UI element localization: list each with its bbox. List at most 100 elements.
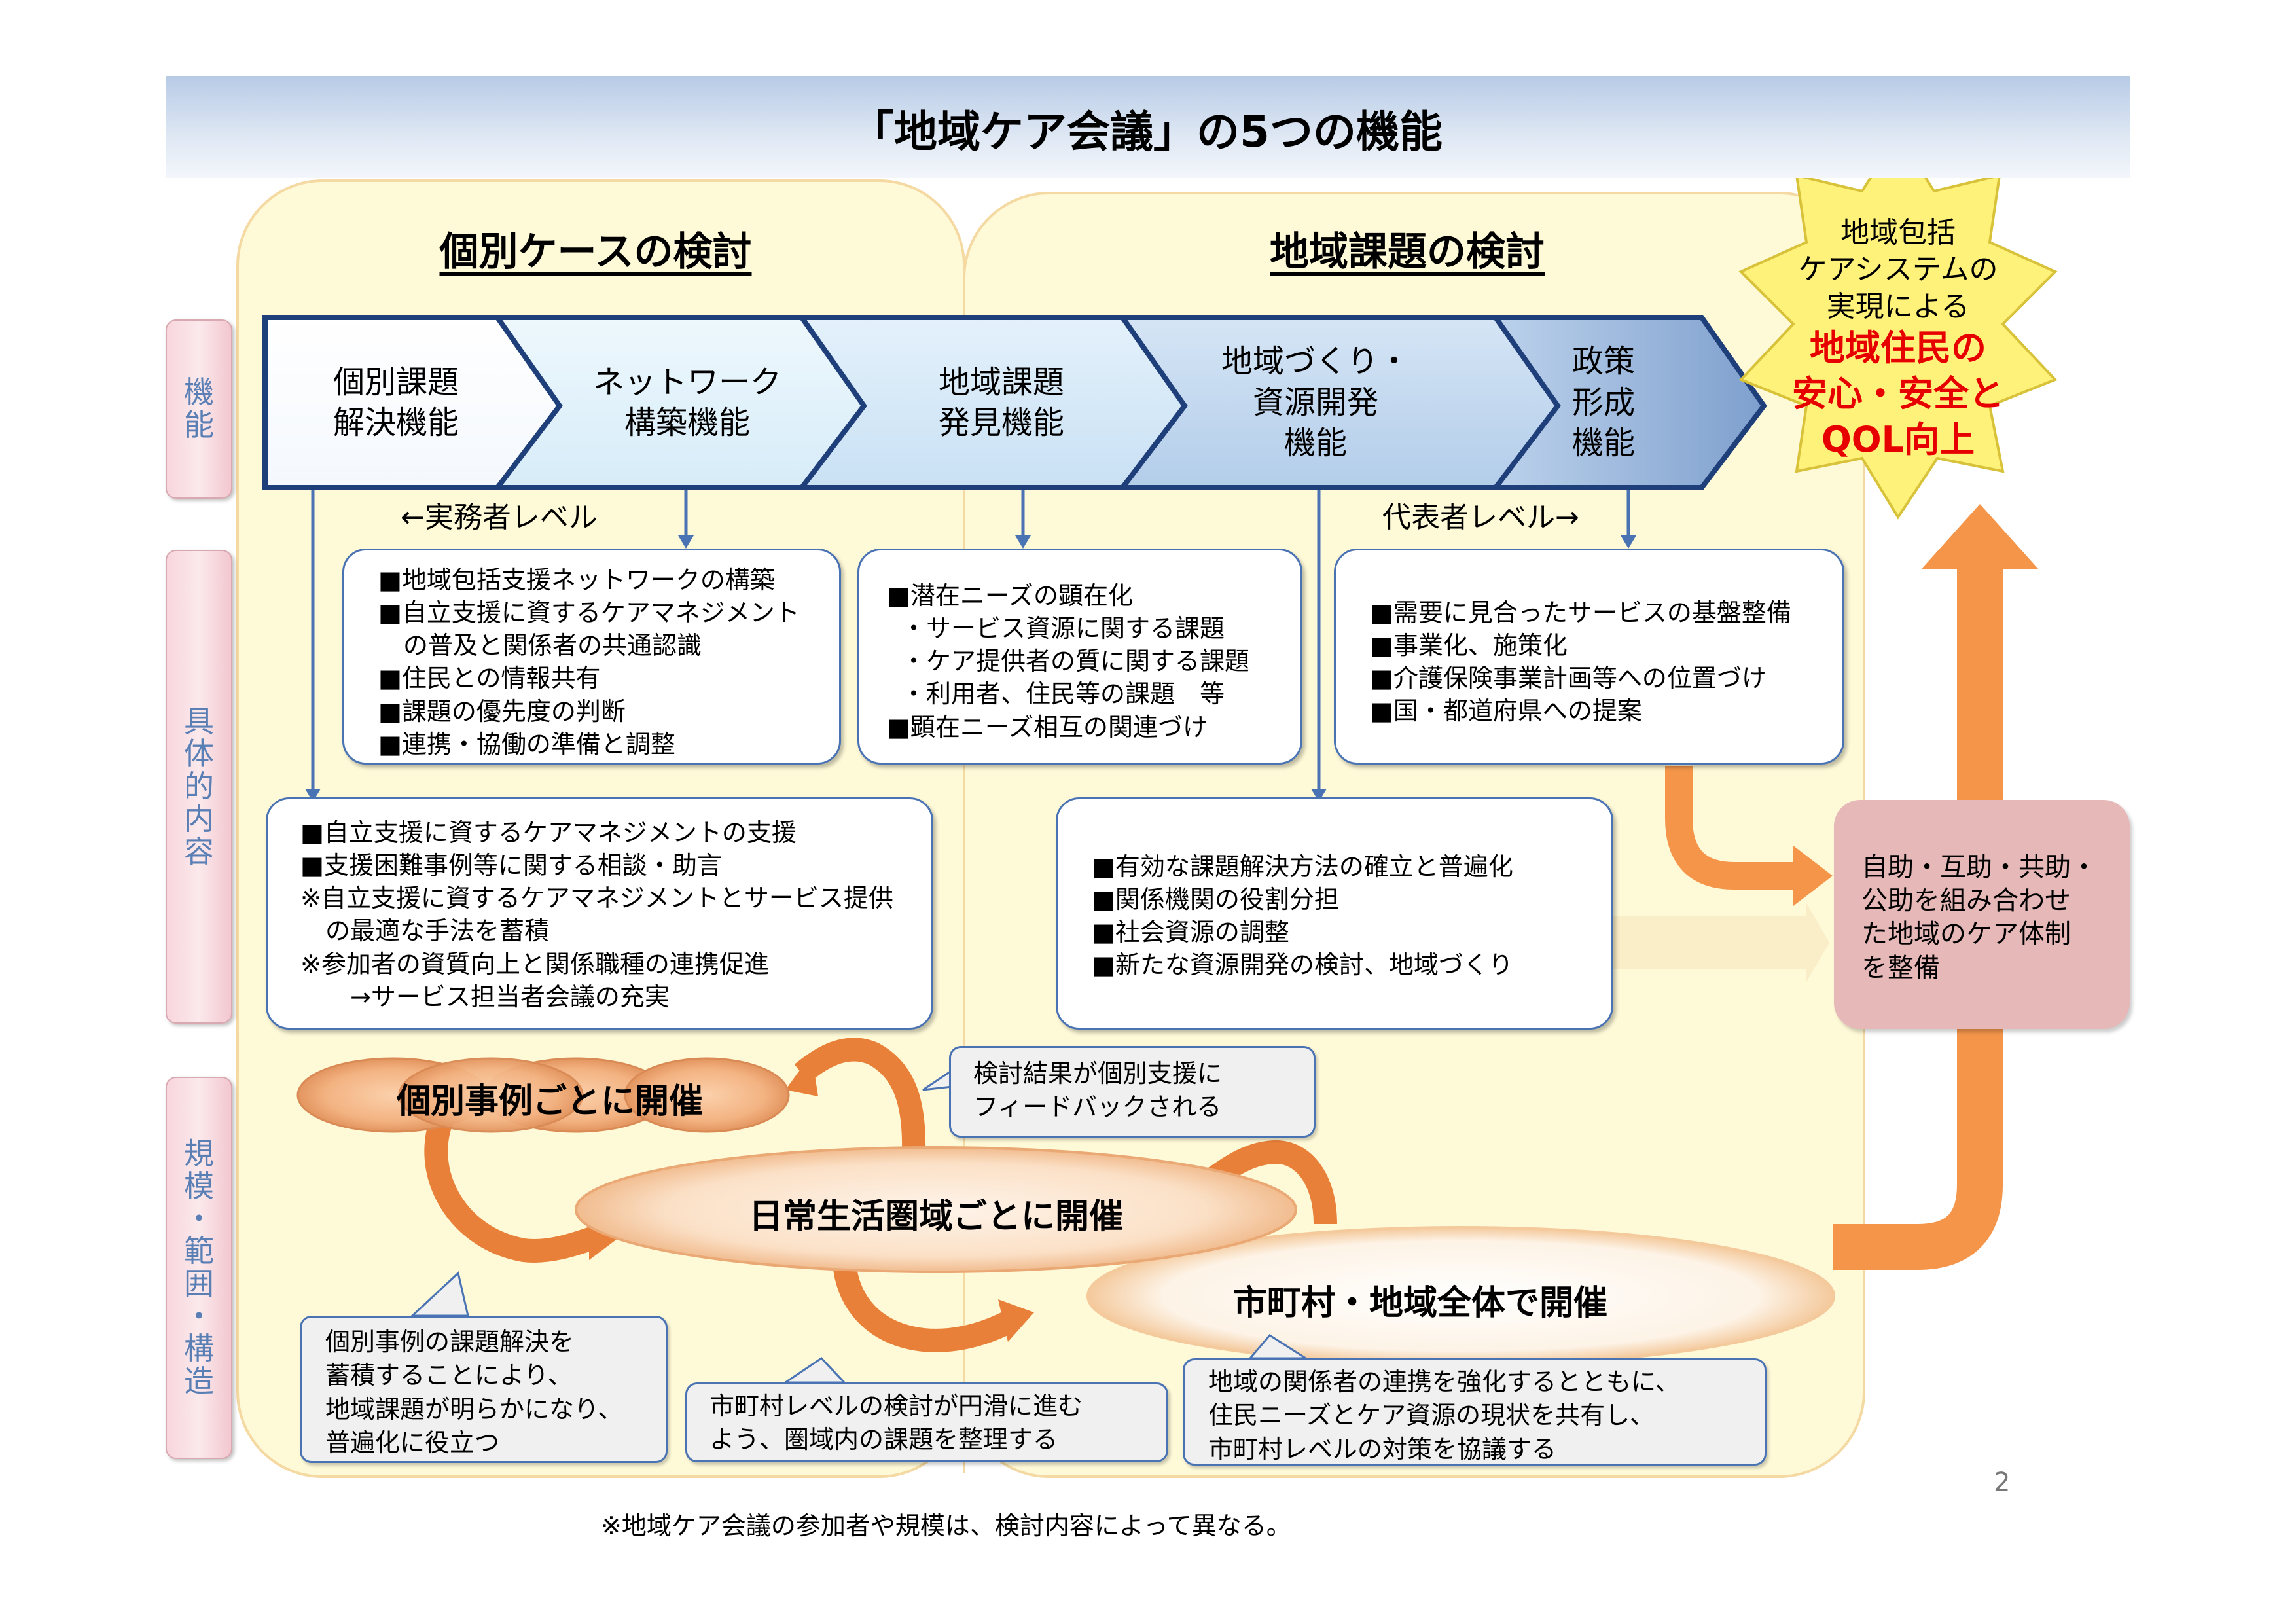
callout-organize: 市町村レベルの検討が円滑に進む よう、圏域内の課題を整理する	[685, 1382, 1168, 1462]
box-line: ■自立支援に資するケアマネジメント	[378, 598, 800, 628]
box-line: ・ケア提供者の質に関する課題	[901, 647, 1250, 676]
function-label-4: 地域づくり・ 資源開発 機能	[1204, 327, 1427, 478]
side-tab-char: 構	[184, 1331, 214, 1367]
blue-arrows	[311, 490, 1630, 791]
curve-a	[794, 1038, 926, 1172]
side-tab-content: 具 体 的 内 容	[166, 550, 232, 1024]
function-label-line: 発見機能	[938, 405, 1064, 441]
outcome-line: を整備	[1861, 952, 1940, 983]
box-line: ■課題の優先度の判断	[378, 696, 626, 726]
box-line: ■潜在ニーズの顕在化	[887, 581, 1134, 610]
side-tab-char: 能	[184, 407, 214, 442]
function-label-line: ネットワーク	[592, 363, 781, 401]
callout-line: 地域課題が明らかになり、	[325, 1394, 623, 1424]
box-line: ・利用者、住民等の課題 等	[901, 679, 1225, 709]
function-chevrons	[262, 315, 1767, 490]
side-tab-char: 体	[184, 736, 214, 772]
box-line: ■事業化、施策化	[1370, 631, 1568, 660]
goal-star-highlight: QOL向上	[1821, 419, 1975, 461]
function-label-line: 解決機能	[332, 405, 459, 441]
callout-line: 住民ニーズとケア資源の現状を共有し、	[1208, 1401, 1655, 1430]
callout-line: 市町村レベルの検討が円滑に進む	[709, 1392, 1083, 1420]
outcome-box: 自助・互助・共助・ 公助を組み合わせ た地域のケア体制 を整備	[1834, 800, 2130, 1029]
function-label-line: 地域づくり・	[1221, 343, 1410, 380]
faded-arrow	[1613, 903, 1829, 982]
side-tab-char: 容	[184, 833, 214, 869]
box-line: ■顕在ニーズ相互の関連づけ	[887, 712, 1208, 742]
side-tab-char: ・	[184, 1200, 214, 1236]
callout-line: 検討結果が個別支援に	[973, 1059, 1223, 1088]
box-network: ■地域包括支援ネットワークの構築 ■自立支援に資するケアマネジメント の普及と関…	[342, 549, 841, 765]
function-label-line: 形成	[1571, 384, 1635, 421]
box-discovery: ■潜在ニーズの顕在化 ・サービス資源に関する課題 ・ケア提供者の質に関する課題 …	[857, 549, 1302, 765]
page-number: 2	[1994, 1468, 2011, 1498]
oval-daily-bg	[575, 1146, 1297, 1273]
outcome-line: た地域のケア体制	[1861, 919, 2071, 950]
oval-individual-bg	[296, 1057, 790, 1133]
box-line: の普及と関係者の共通認識	[378, 631, 702, 660]
outcome-line: 自助・互助・共助・	[1861, 852, 2097, 882]
outcome-line: 公助を組み合わせ	[1861, 886, 2071, 916]
box-development: ■有効な課題解決方法の確立と普遍化 ■関係機関の役割分担 ■社会資源の調整 ■新…	[1056, 797, 1613, 1030]
box-policy: ■需要に見合ったサービスの基盤整備 ■事業化、施策化 ■介護保険事業計画等への位…	[1334, 549, 1844, 765]
callout-line: 個別事例の課題解決を	[325, 1327, 575, 1356]
callout-line: 普遍化に役立つ	[325, 1428, 500, 1457]
callout-collaborate: 地域の関係者の連携を強化するとともに、 住民ニーズとケア資源の現状を共有し、 市…	[1183, 1358, 1767, 1466]
box-line: ■国・都道府県への提案	[1370, 696, 1642, 726]
side-tab-char: 囲	[184, 1266, 214, 1301]
side-tab-char: 機	[184, 374, 214, 410]
callout-line: 市町村レベルの対策を協議する	[1208, 1434, 1557, 1464]
function-label-3: 地域課題 発見機能	[884, 327, 1119, 478]
level-practitioner: ←実務者レベル	[401, 501, 598, 534]
side-tab-char: 規	[184, 1136, 214, 1172]
footnote: ※地域ケア会議の参加者や規模は、検討内容によって異なる。	[601, 1511, 1291, 1540]
box-line: ■自立支援に資するケアマネジメントの支援	[300, 818, 797, 847]
side-tab-char: 的	[184, 768, 214, 804]
box-line: ■支援困難事例等に関する相談・助言	[300, 851, 722, 880]
goal-star	[1738, 132, 2058, 520]
function-label-line: 機能	[1571, 425, 1635, 462]
oval-municipal-label: 市町村・地域全体で開催	[1232, 1284, 1607, 1323]
box-line: ■新たな資源開発の検討、地域づくり	[1092, 950, 1513, 980]
callout-line: 蓄積することにより、	[325, 1361, 573, 1390]
callout-feedback: 検討結果が個別支援に フィードバックされる	[949, 1046, 1316, 1138]
box-line: の最適な手法を蓄積	[300, 916, 550, 946]
oval-daily-label: 日常生活圏域ごとに開催	[748, 1197, 1123, 1236]
function-label-line: 個別課題	[332, 363, 459, 401]
function-label-5: 政策 形成 機能	[1561, 327, 1646, 478]
oval-individual-label: 個別事例ごとに開催	[396, 1082, 703, 1121]
side-tab-char: 内	[184, 801, 214, 837]
side-tab-char: 造	[184, 1363, 214, 1399]
side-tab-char: 具	[184, 703, 214, 739]
box-line: ■関係機関の役割分担	[1092, 885, 1339, 914]
section-heading-regional: 地域課題の検討	[1270, 229, 1545, 275]
box-line: ■有効な課題解決方法の確立と普遍化	[1092, 852, 1513, 881]
goal-star-highlight: 安心・安全と	[1792, 373, 2004, 415]
goal-star-highlight: 地域住民の	[1810, 327, 1986, 369]
chevron-5	[1490, 315, 1767, 490]
goal-star-line: 実現による	[1826, 289, 1970, 323]
box-line: ※参加者の資質向上と関係職種の連携促進	[300, 949, 769, 979]
goal-star-line: ケアシステムの	[1798, 253, 1998, 287]
callout-line: よう、圏域内の課題を整理する	[709, 1425, 1058, 1454]
box-line: ■住民との情報共有	[378, 664, 601, 693]
callout-accumulate: 個別事例の課題解決を 蓄積することにより、 地域課題が明らかになり、 普遍化に役…	[300, 1316, 668, 1463]
box-individual-support: ■自立支援に資するケアマネジメントの支援 ■支援困難事例等に関する相談・助言 ※…	[266, 797, 933, 1030]
function-label-1: 個別課題 解決機能	[281, 327, 511, 478]
orange-arrow-to-outcome	[1665, 766, 1797, 890]
side-tab-function: 機 能	[166, 319, 232, 499]
box-line: ■地域包括支援ネットワークの構築	[378, 566, 775, 594]
level-representative: 代表者レベル→	[1382, 501, 1579, 534]
title-band	[166, 76, 2130, 178]
side-tab-char: 範	[184, 1233, 214, 1269]
function-label-line: 政策	[1571, 343, 1635, 380]
box-line: ・サービス資源に関する課題	[901, 614, 1225, 643]
side-tab-scale: 規 模 ・ 範 囲 ・ 構 造	[166, 1077, 232, 1459]
box-line: →サービス担当者会議の充実	[300, 982, 670, 1011]
side-tab-char: 模	[184, 1168, 214, 1204]
box-line: ■需要に見合ったサービスの基盤整備	[1370, 598, 1791, 627]
curve-b	[424, 1107, 600, 1263]
function-label-line: 構築機能	[624, 405, 750, 441]
callout-line: 地域の関係者の連携を強化するとともに、	[1208, 1367, 1680, 1396]
side-tab-char: ・	[184, 1298, 214, 1334]
